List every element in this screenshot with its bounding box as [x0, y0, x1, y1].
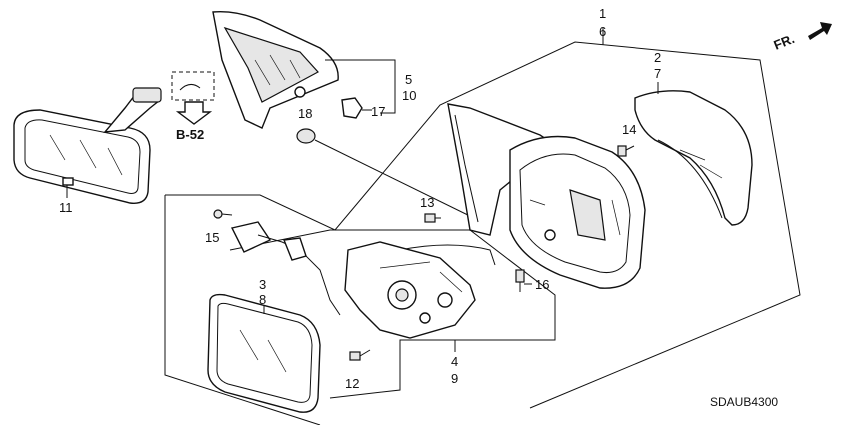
label-9: 9	[451, 371, 458, 386]
front-label: FR.	[772, 31, 797, 53]
front-arrow	[808, 22, 832, 40]
label-1: 1	[599, 6, 606, 21]
connector-harness	[230, 221, 496, 316]
label-16: 16	[535, 277, 549, 292]
diagram-code: SDAUB4300	[710, 395, 778, 409]
ref-label: B-52	[176, 127, 204, 142]
label-10: 10	[402, 88, 416, 103]
label-14: 14	[622, 122, 636, 137]
assembly-outline-1	[164, 195, 321, 425]
motor-outline	[229, 229, 556, 399]
label-11: 11	[59, 200, 73, 215]
screw-16	[515, 269, 532, 292]
clip-17	[341, 97, 372, 119]
assembly-outline-2	[165, 41, 801, 409]
label-6: 6	[599, 24, 606, 39]
screw-15	[213, 209, 233, 219]
label-5: 5	[405, 72, 412, 87]
mirror-base	[447, 103, 557, 236]
mirror-actuator	[344, 241, 476, 339]
label-18: 18	[298, 106, 312, 121]
label-8: 8	[259, 292, 266, 307]
rearview-mirror	[13, 87, 162, 204]
screw-14	[617, 145, 635, 157]
label-2: 2	[654, 50, 661, 65]
label-7: 7	[654, 66, 661, 81]
label-3: 3	[259, 277, 266, 292]
mirror-glass	[207, 293, 321, 413]
label-13: 13	[420, 195, 434, 210]
screw-13	[424, 213, 441, 223]
housing-cap	[212, 10, 339, 129]
label-4: 4	[451, 354, 458, 369]
grommet-18	[296, 128, 479, 221]
leader-5-10	[325, 59, 396, 114]
label-15: 15	[205, 230, 219, 245]
ref-b52	[171, 71, 215, 125]
label-12: 12	[345, 376, 359, 391]
skull-cap	[634, 90, 753, 226]
mirror-housing	[509, 135, 646, 289]
screw-12	[349, 349, 371, 361]
label-17: 17	[371, 104, 385, 119]
